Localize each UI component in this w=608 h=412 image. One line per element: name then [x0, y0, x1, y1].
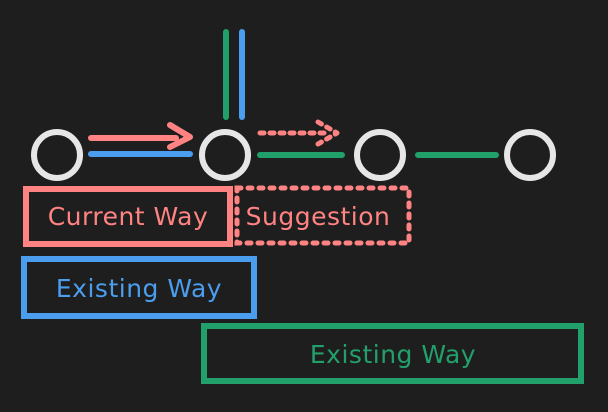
current-way-box[interactable]: [23, 186, 233, 247]
suggestion-label: Suggestion: [246, 202, 391, 231]
suggestion-arrowhead: [315, 119, 340, 147]
current-way-label: Current Way: [48, 202, 209, 231]
node-2[interactable]: [199, 129, 251, 181]
existing-way-blue-label: Existing Way: [56, 274, 222, 303]
node-4[interactable]: [504, 129, 556, 181]
existing-way-green-label: Existing Way: [310, 340, 476, 369]
node-1[interactable]: [31, 129, 83, 181]
existing-way-green-box[interactable]: [201, 323, 584, 384]
node-3[interactable]: [354, 129, 406, 181]
current-way-arrowhead: [167, 122, 193, 150]
suggestion-box[interactable]: [234, 185, 412, 246]
existing-way-blue-box[interactable]: [21, 256, 257, 319]
